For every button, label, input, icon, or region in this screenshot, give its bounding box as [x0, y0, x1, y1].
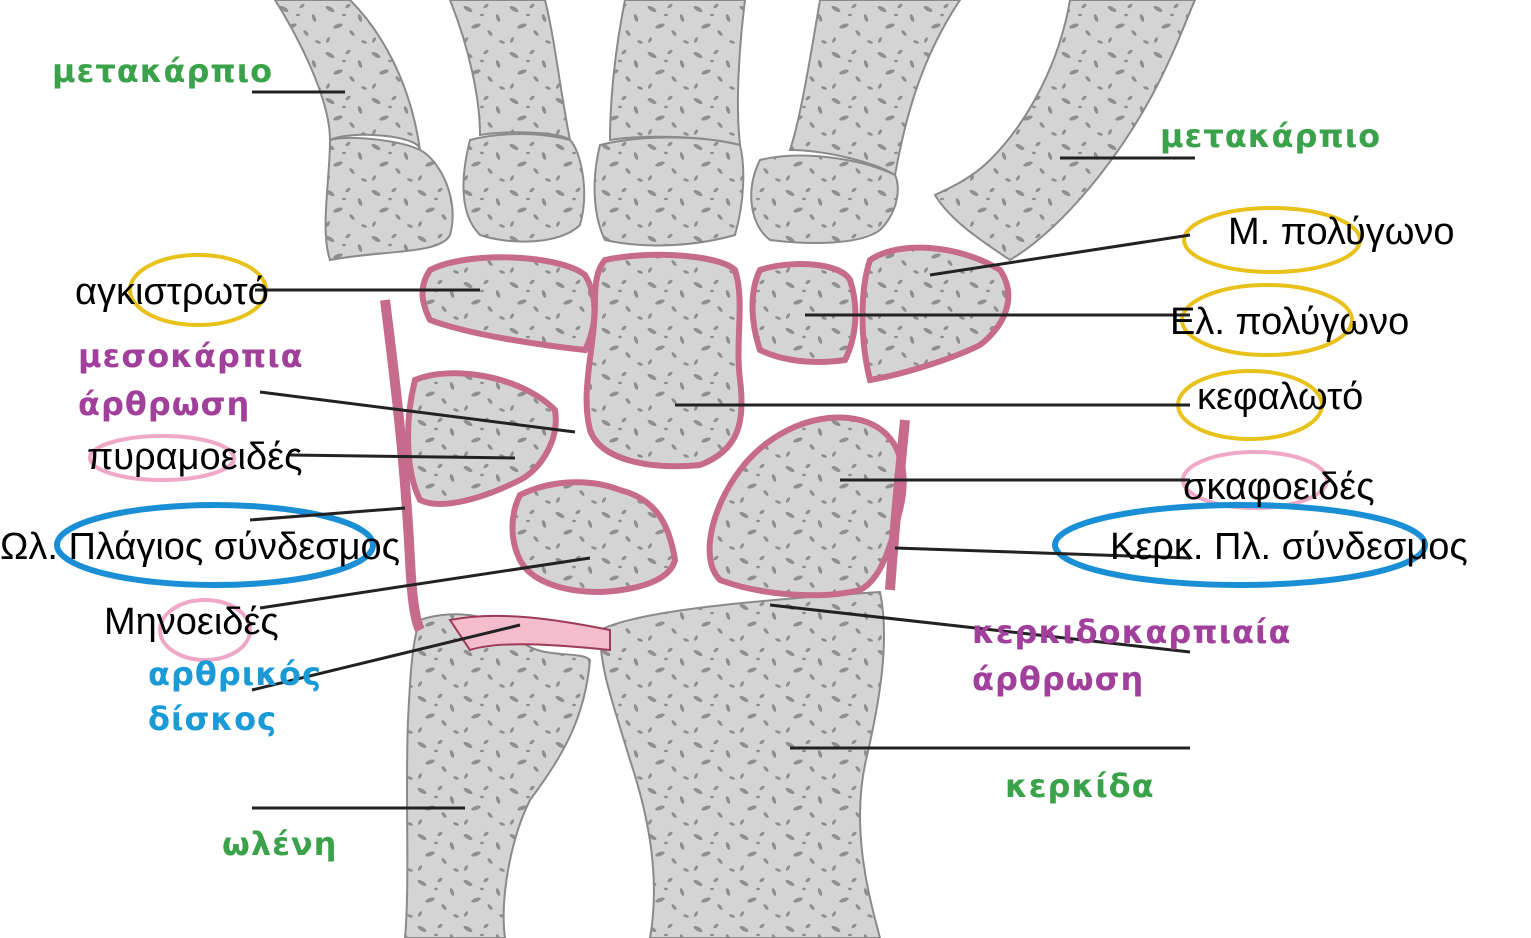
label-ulna: ωλένη	[222, 828, 337, 860]
lunate-bone	[513, 482, 676, 592]
metacarpal-2	[790, 0, 960, 175]
label-articular-disc-line2: δίσκος	[148, 703, 277, 735]
ulna-bone	[405, 614, 590, 938]
label-radiocarpal-joint-line1: κερκιδοκαρπιαία	[972, 616, 1291, 648]
label-radial-collateral-ligament: Κερκ. Πλ. σύνδεσμος	[1110, 528, 1468, 566]
label-radiocarpal-joint-line2: άρθρωση	[972, 663, 1144, 695]
metacarpal-4-base	[463, 134, 584, 242]
label-ulnar-collateral-ligament: Ωλ. Πλάγιος σύνδεσμος	[0, 528, 400, 566]
label-midcarpal-joint-line2: άρθρωση	[78, 388, 250, 420]
label-radius: κερκίδα	[1005, 770, 1155, 802]
radius-bone	[600, 592, 884, 938]
articular-disc	[450, 616, 610, 650]
label-scaphoid: σκαφοειδές	[1183, 468, 1375, 506]
label-trapezoid: Ελ. πολύγωνο	[1170, 303, 1409, 341]
label-metacarpal-left: μετακάρπιο	[52, 55, 273, 87]
label-hamate: αγκιστρωτό	[75, 273, 269, 311]
triquetrum-bone	[408, 373, 556, 504]
trapezoid-bone	[753, 264, 856, 362]
label-triquetrum: πυραμοειδές	[87, 438, 302, 476]
metacarpal-3	[610, 0, 745, 145]
metacarpal-5	[275, 0, 420, 150]
metacarpal-1	[935, 0, 1195, 260]
metacarpal-4	[450, 0, 570, 140]
label-capitate: κεφαλωτό	[1197, 378, 1363, 416]
metacarpal-2-base	[751, 156, 897, 243]
capitate-bone	[587, 255, 742, 466]
scaphoid-bone	[710, 417, 904, 595]
label-metacarpal-right: μετακάρπιο	[1160, 120, 1381, 152]
label-trapezium: Μ. πολύγωνο	[1228, 213, 1455, 251]
label-lunate: Μηνοειδές	[104, 603, 279, 641]
label-midcarpal-joint-line1: μεσοκάρπια	[78, 340, 304, 372]
metacarpal-3-base	[595, 138, 744, 246]
hamate-bone	[423, 257, 595, 350]
label-articular-disc-line1: αρθρικός	[148, 658, 322, 690]
metacarpal-5-base	[326, 138, 453, 260]
